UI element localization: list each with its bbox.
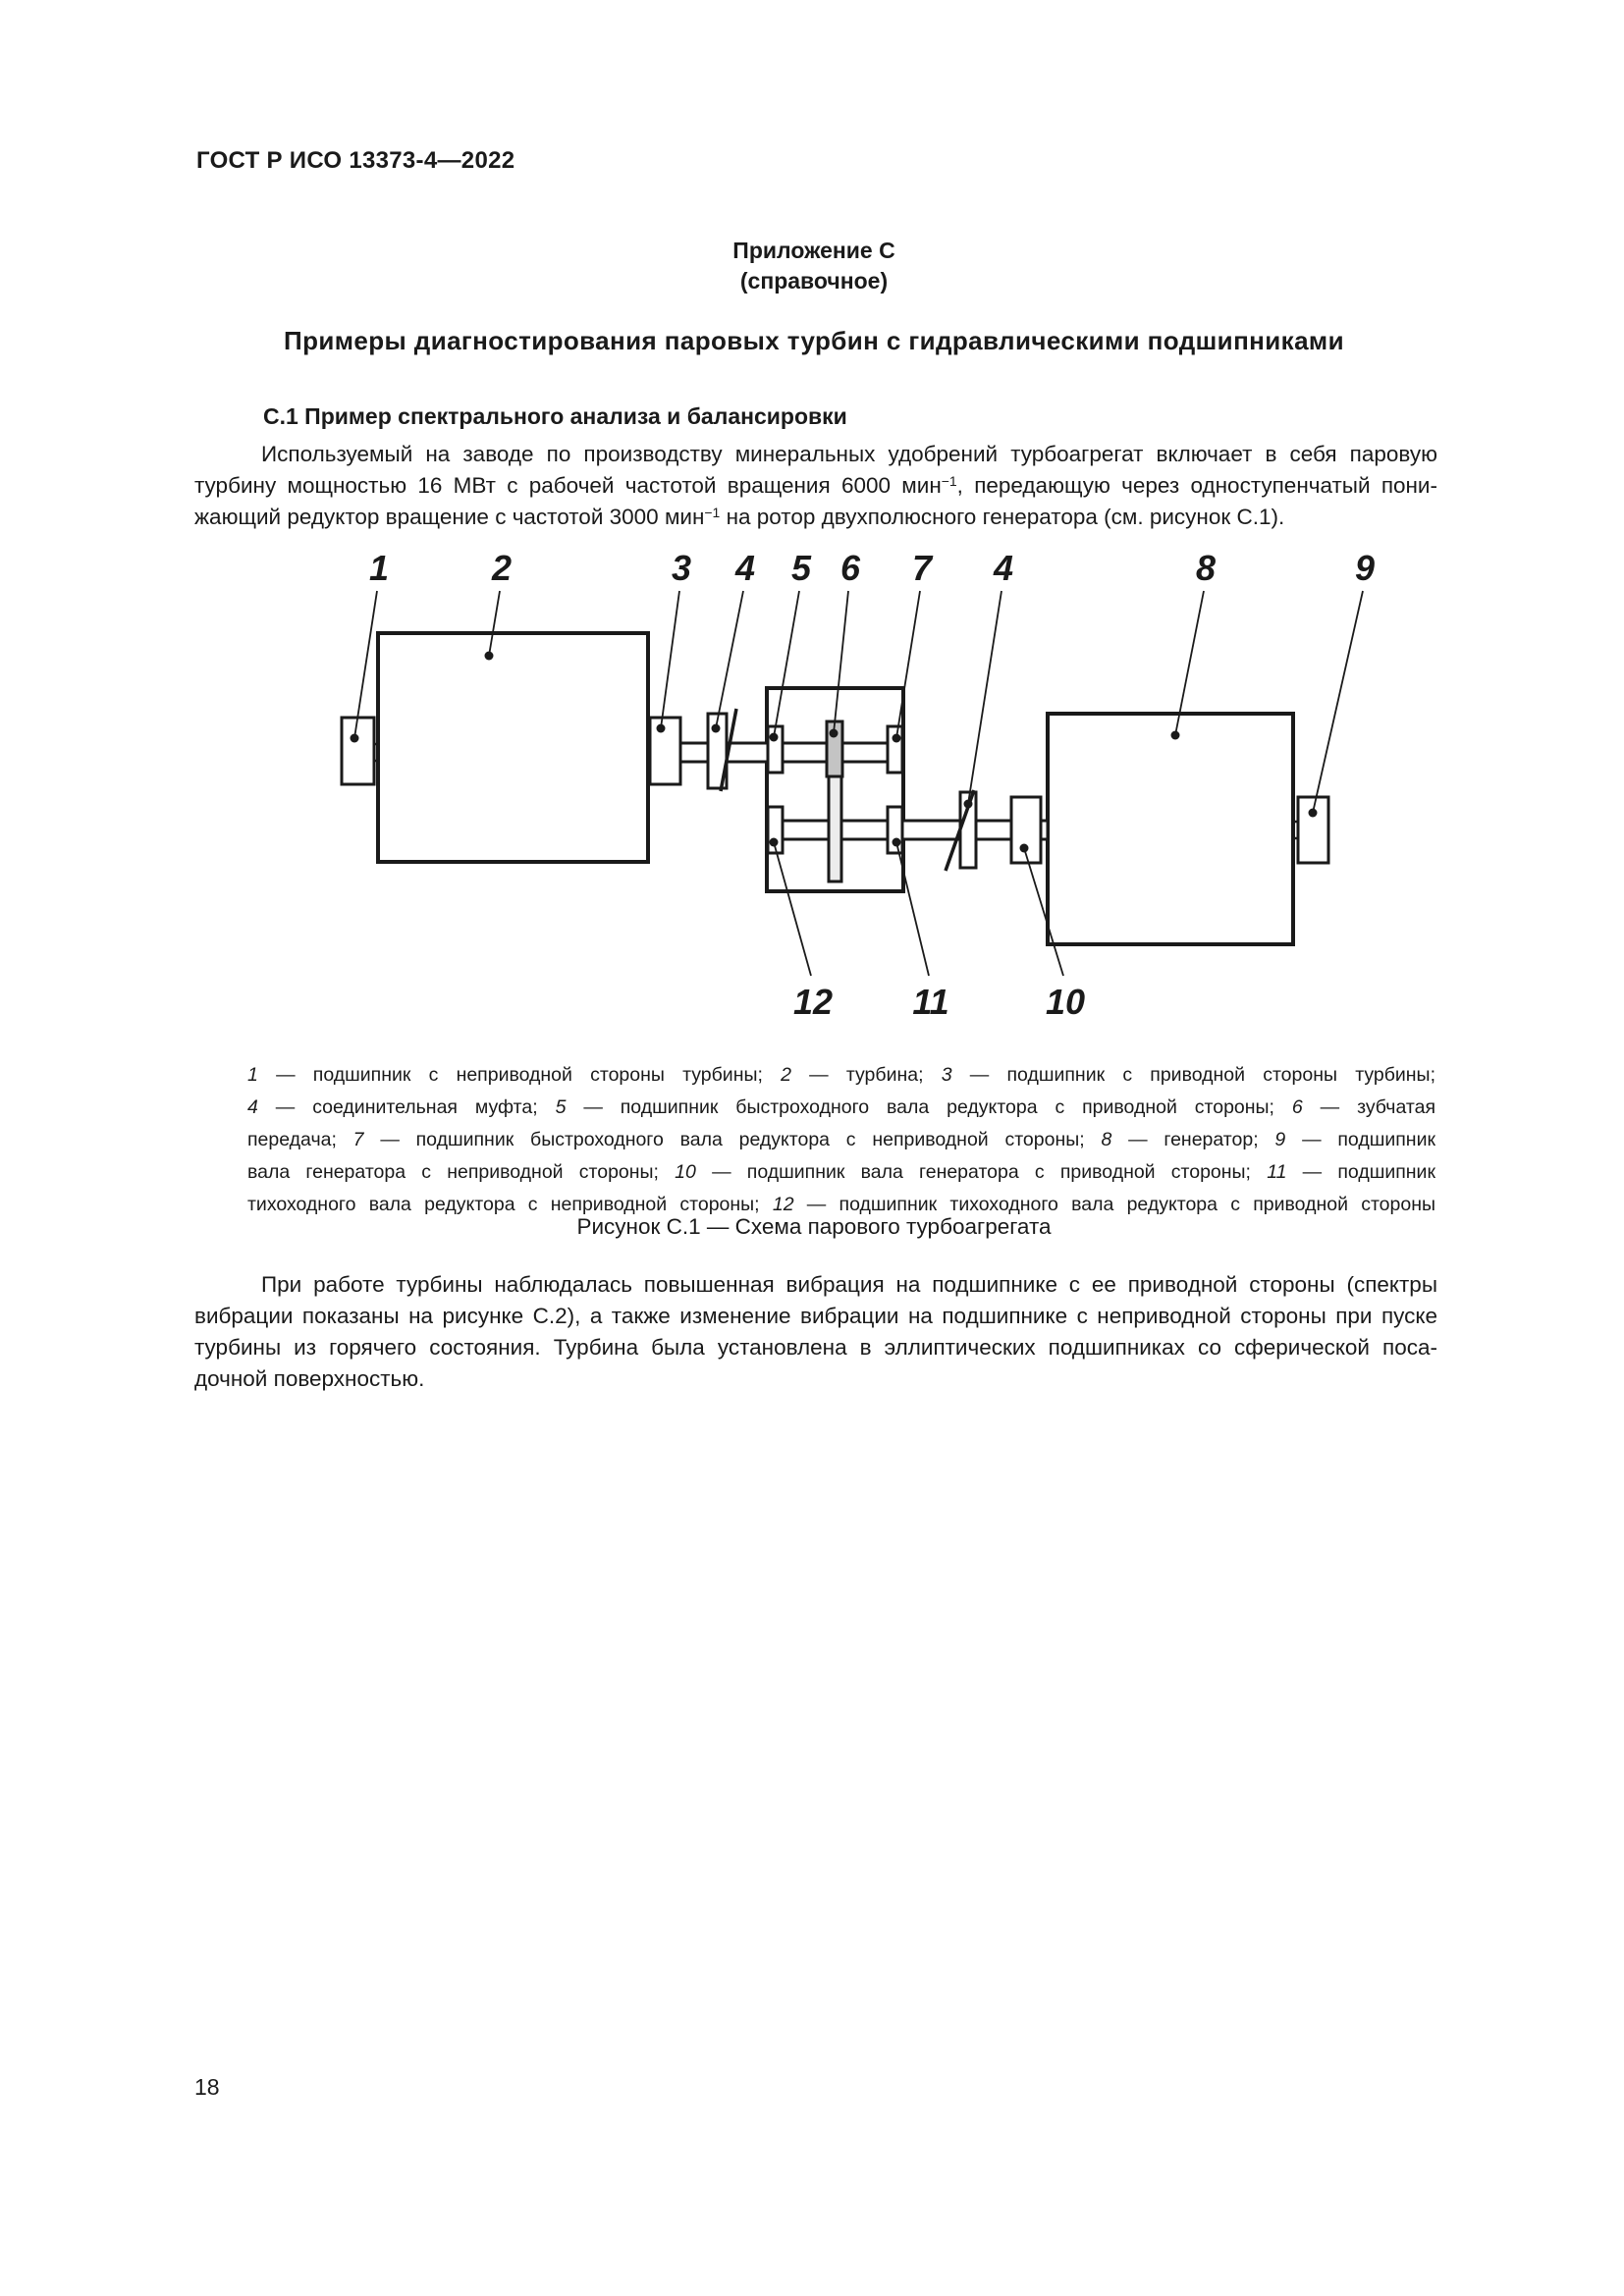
callout-dot-4 [963,799,973,809]
callout-dot-4 [711,723,721,733]
callout-dot-2 [484,651,494,661]
figure-legend: 1 — подшипник с неприводной стороны турб… [247,1059,1435,1221]
bearing-10-rect [1009,795,1043,865]
callout-dot-12 [769,837,779,847]
figure-callout-4: 4 [993,548,1013,588]
figure-callout-6: 6 [840,548,861,588]
callout-dot-1 [350,733,359,743]
callout-dot-5 [769,732,779,742]
text-line: жающий редуктор вращение с частотой 3000… [194,505,1285,529]
page-number: 18 [194,2074,220,2100]
coupling-a-rect [706,712,729,790]
callout-leader-12 [773,841,812,977]
figure-caption: Рисунок С.1 — Схема парового турбоагрега… [576,1214,1052,1239]
generator-rect [1046,712,1295,946]
figure-callout-3: 3 [672,548,691,588]
text-line: турбины из горячего состояния. Турбина б… [194,1335,1437,1360]
turbine-rect [376,631,650,864]
text-line: дочной поверхностью. [194,1366,425,1391]
appendix-kind: (справочное) [739,268,889,294]
callout-leader-7 [895,590,921,739]
text-line: турбину мощностью 16 МВт с рабочей часто… [194,473,1437,498]
callout-dot-9 [1308,808,1318,818]
figure-callout-2: 2 [491,548,512,588]
figure-callout-1: 1 [369,548,389,588]
text-line: вала генератора с неприводной стороны; 1… [247,1161,1435,1183]
text-line: Используемый на заводе по производству м… [261,442,1437,466]
document-title: Примеры диагностирования паровых турбин … [284,326,1344,355]
appendix-label: Приложение С [732,238,895,263]
low-speed-shaft [773,819,1050,841]
text-line: 1 — подшипник с неприводной стороны турб… [247,1064,1435,1086]
paragraph-observation: При работе турбины наблюдалась повышенна… [194,1269,1437,1395]
coupling-a-slash [719,708,738,792]
callout-leader-9 [1312,590,1364,814]
callout-leader-2 [488,590,501,657]
figure-callout-7: 7 [912,548,934,588]
figure-callout-9: 9 [1355,548,1375,588]
callout-dot-7 [892,733,901,743]
paragraph-intro: Используемый на заводе по производству м… [194,439,1437,533]
bearing-3-rect [648,716,682,786]
figure-callout-11: 11 [912,982,948,1022]
callout-leader-8 [1174,590,1205,736]
callout-dot-11 [892,837,901,847]
callout-dot-6 [829,728,839,738]
callout-leader-6 [833,590,849,734]
document-code-header: ГОСТ Р ИСО 13373-4—2022 [196,147,515,174]
gear-lower-rect [827,774,843,883]
callout-leader-10 [1023,847,1064,977]
appendix-heading: Приложение С (справочное) [192,236,1435,296]
text-line: 4 — соединительная муфта; 5 — подшипник … [247,1096,1436,1118]
figure-callout-4: 4 [734,548,755,588]
callout-leader-4 [967,590,1002,805]
text-line: вибрации показаны на рисунке С.2), а так… [194,1304,1437,1328]
bearing-7-rect [886,724,904,774]
callout-leader-11 [895,841,930,977]
figure-callout-12: 12 [793,982,833,1022]
figure-callout-8: 8 [1196,548,1216,588]
callout-leader-4 [715,590,744,729]
bearing-1-rect [340,716,376,786]
section-heading: С.1 Пример спектрального анализа и балан… [263,403,847,429]
callout-dot-10 [1019,843,1029,853]
text-line: передача; 7 — подшипник быстроходного ва… [247,1129,1435,1150]
callout-leader-3 [660,590,680,729]
text-line: При работе турбины наблюдалась повышенна… [261,1272,1437,1297]
figure-callout-10: 10 [1046,982,1085,1022]
figure-callout-5: 5 [791,548,812,588]
callout-leader-1 [353,590,378,739]
callout-dot-3 [656,723,666,733]
text-line: тихоходного вала редуктора с неприводной… [247,1194,1435,1215]
callout-dot-8 [1170,730,1180,740]
callout-leader-5 [773,590,800,738]
